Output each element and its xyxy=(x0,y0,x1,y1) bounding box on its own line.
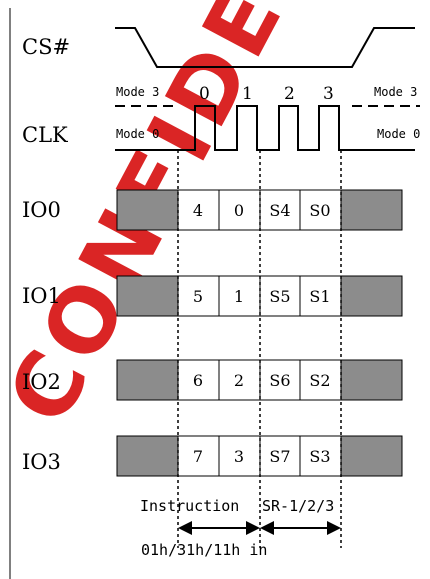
io3-gray-right xyxy=(340,435,403,477)
instruction-arrow xyxy=(178,521,260,535)
io3-cell-2: S7 xyxy=(269,447,290,466)
io0-gray-left xyxy=(116,189,179,231)
clk-label: CLK xyxy=(22,123,68,147)
command-label: 01h/31h/11h in xyxy=(141,541,267,559)
io0-gray-right xyxy=(340,189,403,231)
io2-cell-1: 2 xyxy=(234,371,244,390)
io3-cell-0: 7 xyxy=(193,447,203,466)
io3-cell-1: 3 xyxy=(234,447,244,466)
io2-gray-right xyxy=(340,359,403,401)
io1-gray-left xyxy=(116,275,179,317)
io0-cell-3: S0 xyxy=(309,201,330,220)
cs-label: CS# xyxy=(22,35,70,59)
io0-cell-1: 0 xyxy=(234,201,244,220)
clk-mode3-right: Mode 3 xyxy=(374,85,417,99)
io3-label: IO3 xyxy=(22,450,61,474)
sr-label: SR-1/2/3 xyxy=(262,497,334,515)
io1-cell-1: 1 xyxy=(234,287,244,306)
io1-cell-3: S1 xyxy=(309,287,330,306)
clk-mode0-left: Mode 0 xyxy=(116,127,159,141)
io1-label: IO1 xyxy=(22,284,61,308)
cs-waveform xyxy=(115,27,415,68)
sr-arrow xyxy=(260,521,341,535)
io2-label: IO2 xyxy=(22,370,61,394)
clk-number-0: 0 xyxy=(199,84,210,104)
io1-gray-right xyxy=(340,275,403,317)
io2-cell-2: S6 xyxy=(269,371,290,390)
clk-number-3: 3 xyxy=(323,84,334,104)
io0-label: IO0 xyxy=(22,198,61,222)
io1-cell-2: S5 xyxy=(269,287,290,306)
io2-gray-left xyxy=(116,359,179,401)
io3-gray-left xyxy=(116,435,179,477)
instruction-label: Instruction xyxy=(140,497,239,515)
clk-mode0-right: Mode 0 xyxy=(377,127,420,141)
io1-cell-0: 5 xyxy=(193,287,203,306)
clk-mode3-left: Mode 3 xyxy=(116,85,159,99)
io2-cell-3: S2 xyxy=(309,371,330,390)
io0-cell-2: S4 xyxy=(269,201,290,220)
clk-waveform xyxy=(115,105,415,151)
io2-cell-0: 6 xyxy=(193,371,203,390)
clk-number-1: 1 xyxy=(242,84,253,104)
io3-cell-3: S3 xyxy=(309,447,330,466)
io0-cell-0: 4 xyxy=(193,201,203,220)
clk-number-2: 2 xyxy=(284,84,295,104)
